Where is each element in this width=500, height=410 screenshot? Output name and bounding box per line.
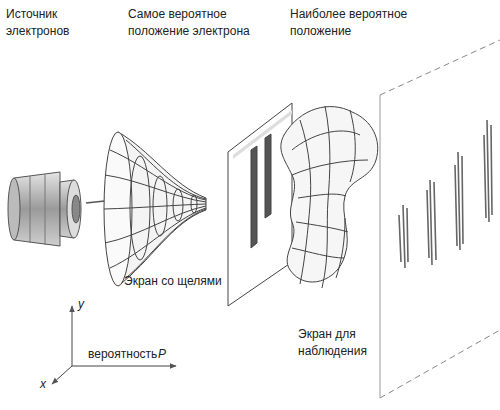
- surface-label: Самое вероятное положение электрона: [128, 6, 254, 40]
- electron-gun: [8, 172, 81, 246]
- screen-label: Экран для наблюдения: [298, 326, 388, 360]
- axis-label: P: [158, 346, 172, 363]
- probability-bell: [104, 132, 206, 286]
- slit-screen: [228, 103, 292, 306]
- axes: [52, 306, 176, 384]
- interference-fringes: [399, 120, 492, 268]
- surface-label: Наиболее вероятное положение: [290, 6, 418, 40]
- axis-label: x: [40, 376, 52, 393]
- axis-label: y: [78, 296, 90, 313]
- axis-label: вероятность: [88, 346, 168, 363]
- interference-surface: [281, 106, 378, 288]
- screen-label: Экран со щелями: [124, 273, 244, 290]
- source-label: Источник электронов: [6, 6, 88, 40]
- observation-screen: [380, 40, 500, 398]
